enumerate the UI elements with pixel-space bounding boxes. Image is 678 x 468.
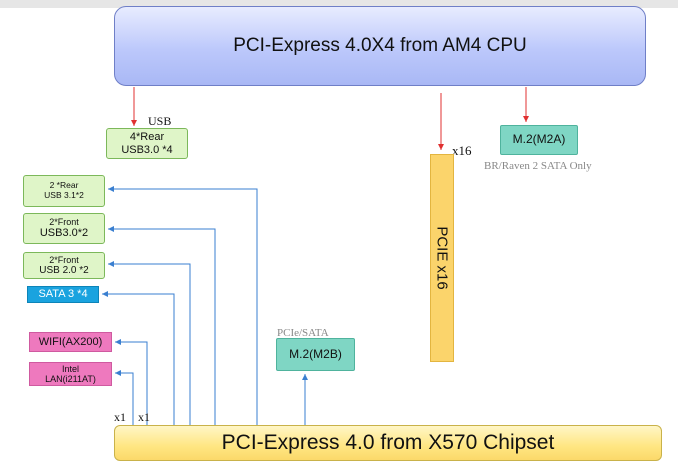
sata-label: SATA 3 *4 — [38, 288, 88, 301]
front-usb20-line1: 2*Front — [49, 254, 79, 265]
rear-usb30-box: 4*Rear USB3.0 *4 — [106, 128, 188, 159]
lan-line2: LAN(i211AT) — [45, 374, 96, 384]
chipset-to-front-usb20-line — [108, 261, 191, 425]
front-usb30-line2: USB3.0*2 — [39, 227, 89, 240]
cpu-pcie-box: PCI-Express 4.0X4 from AM4 CPU — [114, 6, 646, 86]
chipset-to-front-usb30-line — [108, 226, 216, 425]
lan-box: Intel LAN(i211AT) — [29, 362, 112, 386]
sata-box: SATA 3 *4 — [27, 286, 99, 303]
m2a-slot-box: M.2(M2A) — [500, 125, 578, 155]
m2a-label: M.2(M2A) — [512, 132, 566, 147]
usb-label: USB — [148, 114, 172, 128]
rear-usb31-box: 2 *Rear USB 3.1*2 — [23, 175, 105, 207]
rear-usb31-line2: USB 3.1*2 — [44, 190, 84, 200]
chipset-to-usb31-line — [108, 186, 258, 425]
m2b-note: PCIe/SATA — [277, 327, 329, 339]
wifi-box: WIFI(AX200) — [29, 332, 112, 352]
rear-usb30-line1: 4*Rear — [129, 130, 165, 143]
front-usb20-line2: USB 2.0 *2 — [39, 264, 89, 276]
x16-label: x16 — [452, 143, 472, 158]
rear-usb30-line2: USB3.0 *4 — [121, 143, 173, 156]
chipset-to-lan-line — [115, 370, 134, 425]
m2b-label: M.2(M2B) — [289, 346, 342, 361]
front-usb20-box: 2*Front USB 2.0 *2 — [23, 252, 105, 279]
wifi-x1-label: x1 — [114, 410, 126, 424]
m2a-note: BR/Raven 2 SATA Only — [484, 160, 592, 172]
rear-usb31-line1: 2 *Rear — [49, 180, 79, 191]
lan-x1-label: x1 — [138, 410, 150, 424]
lan-line1: Intel — [61, 363, 79, 374]
wifi-label: WIFI(AX200) — [38, 335, 103, 348]
front-usb30-line1: 2*Front — [49, 217, 79, 227]
top-strip — [0, 0, 678, 8]
m2b-slot-box: M.2(M2B) — [276, 338, 355, 371]
pcie-x16-label: PCIE x16 — [433, 226, 451, 290]
chipset-pcie-title: PCI-Express 4.0 from X570 Chipset — [221, 430, 555, 454]
front-usb30-box: 2*Front USB3.0*2 — [23, 213, 105, 244]
chipset-to-sata-line — [102, 291, 175, 425]
chipset-pcie-box: PCI-Express 4.0 from X570 Chipset — [114, 425, 662, 461]
cpu-pcie-title: PCI-Express 4.0X4 from AM4 CPU — [233, 35, 527, 57]
chipset-to-wifi-line — [115, 339, 148, 425]
pcie-x16-slot: PCIE x16 — [430, 154, 454, 362]
